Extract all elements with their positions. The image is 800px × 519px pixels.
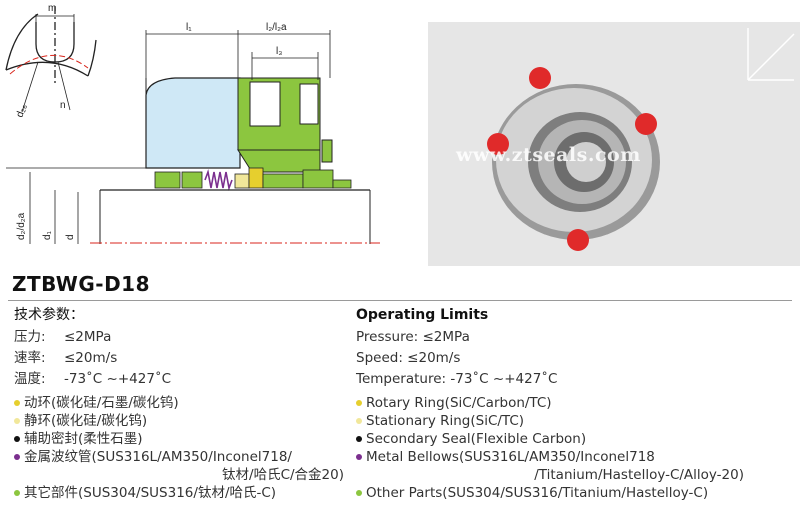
- seal-cross-section-drawing: m n d₂₆: [5, 3, 380, 244]
- seal-illustration: [487, 67, 660, 251]
- label-d1: d₁: [42, 230, 53, 240]
- material-item: 其它部件(SUS304/SUS316/钛材/哈氏-C): [14, 484, 344, 502]
- bullet-dot: [356, 490, 362, 496]
- shaft: [6, 167, 380, 244]
- limit-speed-en: Speed: ≤20m/s: [356, 350, 461, 366]
- bullet-dot: [356, 418, 362, 424]
- heading-cn: 技术参数：: [14, 307, 84, 323]
- bullet-dot: [14, 400, 20, 406]
- params-en: Operating Limits Pressure: ≤2MPa Speed: …: [356, 305, 796, 502]
- bullet-dot: [14, 454, 20, 460]
- material-item: 动环(碳化硅/石墨/碳化钨): [14, 394, 344, 412]
- params-cn: 技术参数： 压力:≤2MPa 速率:≤20m/s 温度:-73˚C ~+427˚…: [14, 305, 354, 502]
- housing: [145, 77, 241, 169]
- label-l3: l₃: [276, 46, 282, 57]
- bullet-dot: [356, 400, 362, 406]
- bullet-dot: [14, 490, 20, 496]
- bullet-dot: [356, 454, 362, 460]
- rotary-assembly: [154, 167, 352, 191]
- label-d2: d₂/d₂a: [16, 212, 27, 240]
- material-item: Stationary Ring(SiC/TC): [356, 412, 744, 430]
- detail-labels: m n d₂₆: [14, 3, 65, 119]
- limit-temperature-en: Temperature: -73˚C ~+427˚C: [356, 371, 558, 387]
- material-item: Metal Bellows(SUS316L/AM350/Inconel718/T…: [356, 448, 744, 484]
- material-item: 静环(碳化硅/碳化钨): [14, 412, 344, 430]
- dimension-labels: l₁ l₂/l₂a l₃ d₂/d₂a d₁ d: [16, 22, 287, 240]
- limit-temperature-cn: 温度:-73˚C ~+427˚C: [14, 371, 172, 387]
- model-title: ZTBWG-D18: [12, 272, 151, 296]
- gland-slot-detail: [5, 6, 97, 113]
- watermark-text: www.ztseals.com: [456, 144, 641, 166]
- bullet-dot: [14, 418, 20, 424]
- material-item: Other Parts(SUS304/SUS316/Titanium/Haste…: [356, 484, 744, 502]
- material-item: 金属波纹管(SUS316L/AM350/Inconel718/钛材/哈氏C/合金…: [14, 448, 344, 484]
- heading-en: Operating Limits: [356, 307, 489, 323]
- material-item: Secondary Seal(Flexible Carbon): [356, 430, 744, 448]
- label-m: m: [48, 3, 56, 14]
- material-item: Rotary Ring(SiC/Carbon/TC): [356, 394, 744, 412]
- bullet-dot: [14, 436, 20, 442]
- label-n: n: [60, 100, 66, 111]
- label-l1: l₁: [186, 22, 192, 33]
- limit-speed-cn: 速率:≤20m/s: [14, 350, 118, 366]
- seal-product-image: [487, 28, 795, 251]
- technical-drawing: m n d₂₆: [0, 0, 400, 255]
- material-item: 辅助密封(柔性石墨): [14, 430, 344, 448]
- limit-pressure-en: Pressure: ≤2MPa: [356, 329, 470, 345]
- seal-gland: [237, 77, 333, 173]
- label-d: d: [65, 234, 76, 240]
- limit-pressure-cn: 压力:≤2MPa: [14, 329, 112, 345]
- corner-logo-mark: [747, 28, 795, 81]
- label-l2: l₂/l₂a: [266, 22, 287, 33]
- dimension-lines: [29, 30, 331, 244]
- divider: [8, 300, 792, 301]
- bullet-dot: [356, 436, 362, 442]
- label-d26: d₂₆: [14, 103, 29, 119]
- product-photo: www.ztseals.com: [428, 22, 800, 266]
